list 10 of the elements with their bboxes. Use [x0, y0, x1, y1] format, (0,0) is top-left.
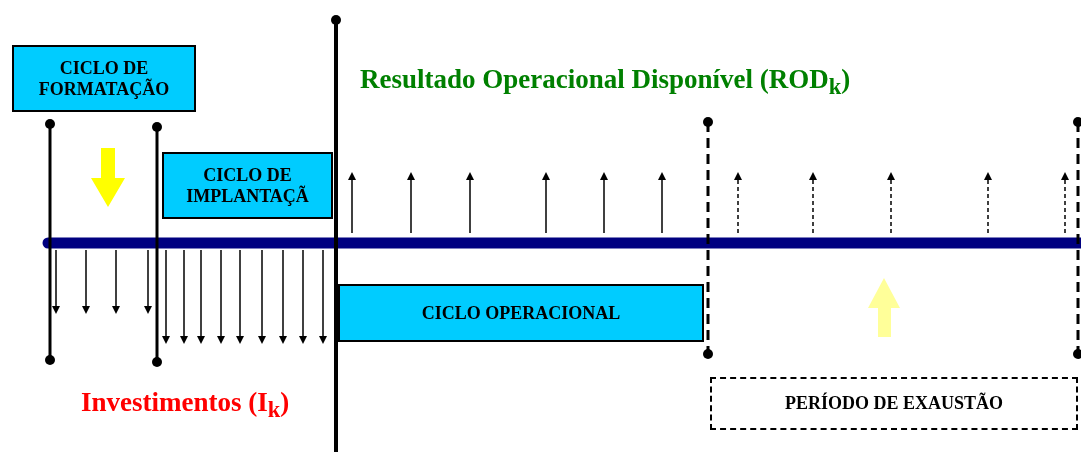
- box-title: CICLO DE IMPLANTAÇÃ: [185, 164, 310, 207]
- cycle-box: [162, 152, 333, 219]
- cycle-box: [338, 284, 704, 342]
- box-title: PERÍODO DE EXAUSTÃO: [785, 393, 1003, 414]
- period-box: [710, 377, 1078, 430]
- axis-caption: Investimentos (I$_{k}$): [81, 387, 290, 424]
- box-title: CICLO DE FORMATAÇÃO: [37, 57, 171, 100]
- box-title: CICLO OPERACIONAL: [421, 302, 621, 324]
- cycle-box: [12, 45, 196, 112]
- axis-caption: Resultado Operacional Disponível (ROD$_{k}$): [360, 64, 851, 101]
